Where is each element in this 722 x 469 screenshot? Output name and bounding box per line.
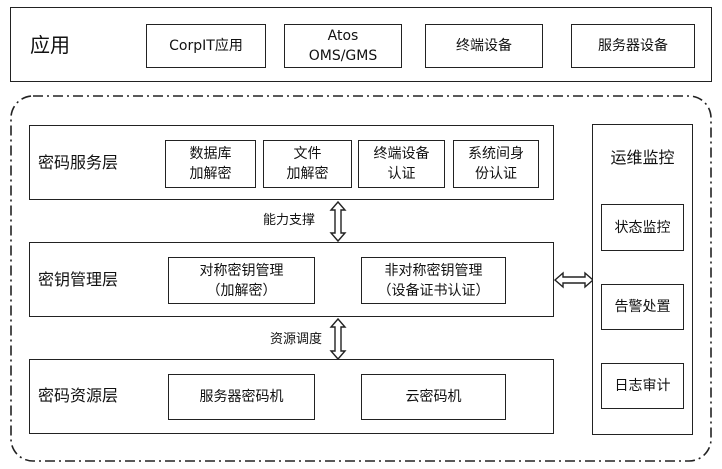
service-item-system-auth: 系统间身 份认证 bbox=[453, 140, 539, 188]
resource-item-server-hsm: 服务器密码机 bbox=[168, 374, 315, 420]
ops-item-log-audit: 日志审计 bbox=[601, 363, 684, 409]
service-item-db-encryption: 数据库 加解密 bbox=[165, 140, 256, 188]
capability-support-label: 能力支撑 bbox=[262, 213, 315, 228]
resource-layer-title: 密码资源层 bbox=[38, 386, 119, 405]
resource-scheduling-label: 资源调度 bbox=[269, 332, 322, 347]
app-item-terminal: 终端设备 bbox=[425, 24, 543, 68]
service-layer-title: 密码服务层 bbox=[38, 153, 119, 172]
app-item-atos: Atos OMS/GMS bbox=[284, 24, 402, 68]
resource-item-cloud-hsm: 云密码机 bbox=[361, 374, 506, 420]
ops-item-alarm: 告警处置 bbox=[601, 284, 684, 330]
app-item-server: 服务器设备 bbox=[571, 24, 695, 68]
service-item-file-encryption: 文件 加解密 bbox=[263, 140, 352, 188]
app-layer-title: 应用 bbox=[30, 33, 70, 57]
service-item-terminal-auth: 终端设备 认证 bbox=[358, 140, 445, 188]
ops-item-status: 状态监控 bbox=[601, 204, 684, 251]
resource-arrow bbox=[329, 317, 347, 361]
ops-arrow bbox=[553, 271, 595, 289]
key-item-symmetric: 对称密钥管理 （加解密） bbox=[168, 257, 315, 304]
app-item-corpit: CorpIT应用 bbox=[146, 24, 266, 68]
key-layer-title: 密钥管理层 bbox=[38, 270, 119, 289]
system-boundary bbox=[10, 95, 712, 462]
ops-monitor-title: 运维监控 bbox=[610, 148, 675, 167]
key-item-asymmetric: 非对称密钥管理 （设备证书认证） bbox=[361, 257, 506, 304]
capability-arrow bbox=[329, 200, 347, 243]
